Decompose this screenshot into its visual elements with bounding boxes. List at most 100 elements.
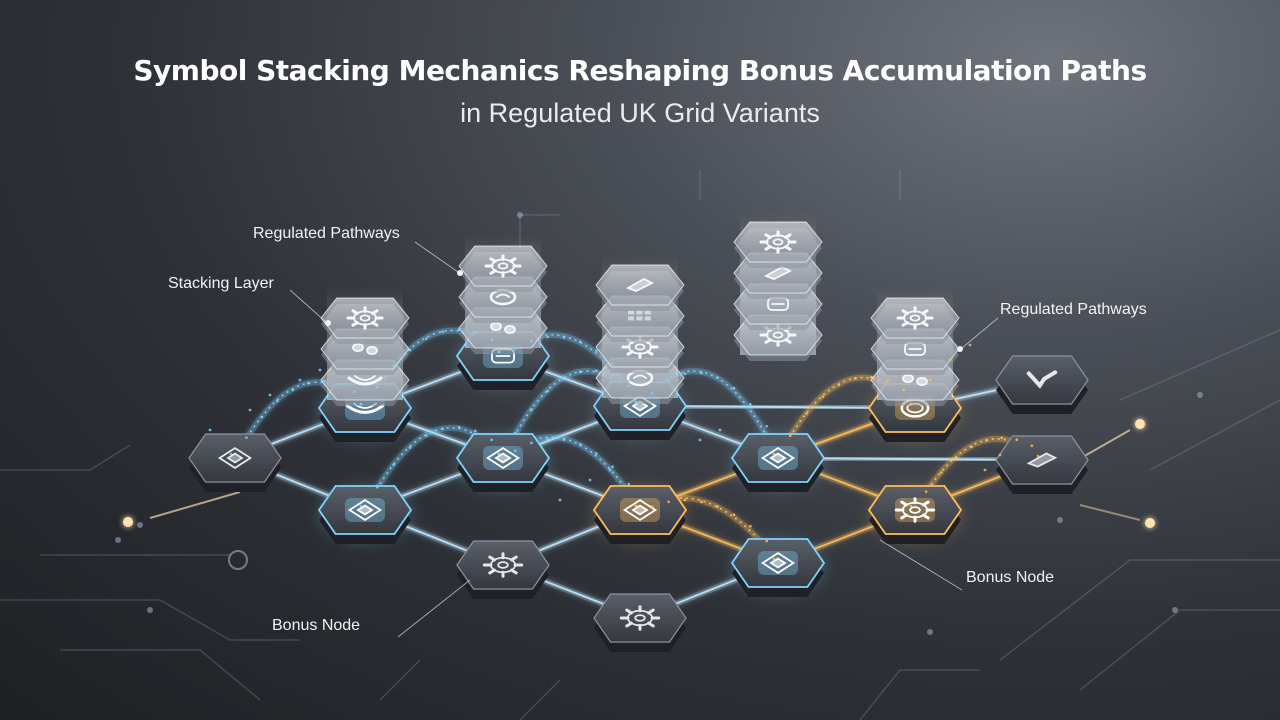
particle bbox=[955, 456, 958, 459]
chip-icon bbox=[760, 552, 796, 574]
particle bbox=[490, 438, 493, 442]
particle bbox=[611, 465, 614, 469]
symbol-stack bbox=[870, 287, 960, 406]
particle bbox=[765, 425, 768, 428]
particle bbox=[359, 402, 363, 406]
layer-top bbox=[733, 221, 823, 263]
particle bbox=[634, 400, 638, 404]
stack-layer bbox=[595, 264, 685, 311]
particle bbox=[611, 362, 614, 365]
page-subtitle: in Regulated UK Grid Variants bbox=[460, 98, 820, 128]
particle bbox=[902, 388, 906, 392]
sparkle bbox=[248, 408, 252, 412]
chip-icon bbox=[622, 499, 658, 521]
label-regulated-pathways-left: Regulated Pathways bbox=[253, 225, 400, 242]
particle bbox=[497, 452, 501, 456]
particle bbox=[667, 379, 670, 382]
particle bbox=[457, 425, 461, 429]
grid-node bbox=[867, 485, 963, 544]
particle bbox=[497, 350, 501, 354]
particle bbox=[683, 372, 687, 376]
particle bbox=[546, 437, 549, 441]
particle bbox=[513, 449, 517, 453]
particle bbox=[530, 408, 533, 411]
particle bbox=[337, 382, 341, 386]
particle bbox=[578, 340, 582, 344]
particle bbox=[924, 490, 928, 493]
particle bbox=[408, 348, 412, 352]
grid-node bbox=[188, 433, 282, 492]
grid-node bbox=[456, 540, 550, 599]
particle bbox=[595, 369, 598, 373]
particle bbox=[651, 391, 654, 395]
wave-icon bbox=[347, 375, 383, 386]
node-top bbox=[593, 593, 687, 643]
sparkle bbox=[718, 428, 722, 432]
particle bbox=[837, 383, 841, 387]
particle bbox=[245, 436, 248, 439]
node-top bbox=[867, 485, 963, 535]
particle bbox=[490, 338, 493, 342]
symbol-stack bbox=[733, 211, 823, 361]
particle bbox=[562, 335, 566, 339]
grid-node bbox=[995, 435, 1089, 494]
particle bbox=[772, 557, 776, 561]
gear-icon bbox=[484, 254, 522, 278]
particle bbox=[634, 504, 638, 508]
layer-top bbox=[870, 297, 960, 339]
particle bbox=[578, 443, 582, 446]
particle bbox=[530, 441, 533, 445]
particle bbox=[546, 389, 549, 393]
particle bbox=[700, 371, 703, 375]
particle bbox=[651, 505, 654, 509]
glow-particles bbox=[208, 328, 1040, 561]
stack-layer bbox=[733, 221, 823, 268]
particle bbox=[595, 452, 598, 455]
particle bbox=[1030, 444, 1034, 448]
layer-top bbox=[320, 297, 410, 339]
label-bonus-node-left: Bonus Node bbox=[272, 617, 361, 634]
particle bbox=[306, 382, 310, 385]
particle bbox=[578, 370, 582, 374]
particle bbox=[749, 403, 752, 406]
grid-node bbox=[317, 485, 413, 544]
grid-node bbox=[592, 485, 688, 544]
sparkle bbox=[588, 478, 592, 482]
particle bbox=[392, 463, 395, 467]
particle bbox=[408, 446, 412, 449]
grid-node bbox=[593, 593, 687, 652]
particle bbox=[627, 379, 631, 382]
gear-icon bbox=[619, 605, 661, 631]
sparkle bbox=[268, 393, 272, 397]
particle bbox=[425, 434, 428, 437]
gear-icon bbox=[759, 230, 797, 254]
particle bbox=[474, 331, 477, 334]
plugin-icon bbox=[1026, 370, 1058, 389]
particle bbox=[229, 452, 233, 456]
sparkle bbox=[608, 468, 612, 472]
particle bbox=[611, 374, 614, 377]
grid-node bbox=[730, 538, 826, 597]
grid-node bbox=[730, 433, 826, 492]
particle bbox=[376, 385, 379, 389]
particle bbox=[260, 415, 264, 419]
particle bbox=[805, 412, 808, 415]
sparkle bbox=[998, 453, 1002, 457]
symbol-stack bbox=[458, 235, 548, 354]
sparkle bbox=[558, 498, 562, 502]
gear-icon bbox=[482, 552, 524, 578]
particle bbox=[1036, 454, 1040, 458]
trace-dots bbox=[115, 212, 1203, 635]
chip-icon bbox=[760, 447, 796, 469]
particle bbox=[870, 375, 873, 379]
particle bbox=[457, 328, 461, 331]
particle bbox=[939, 471, 943, 474]
particle bbox=[425, 337, 428, 340]
chip-icon bbox=[485, 447, 521, 469]
particle bbox=[909, 402, 913, 406]
sparkle bbox=[208, 428, 212, 432]
particle bbox=[441, 427, 444, 431]
particle bbox=[546, 335, 549, 339]
particle bbox=[716, 376, 719, 379]
label-stacking-layer: Stacking Layer bbox=[168, 275, 274, 292]
